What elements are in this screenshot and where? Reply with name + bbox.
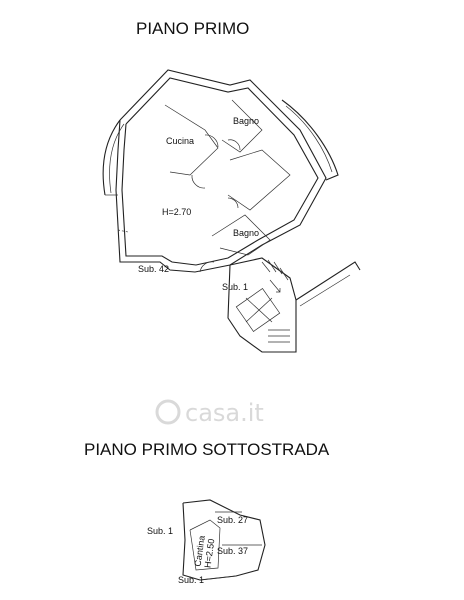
watermark-text: casa.it xyxy=(185,399,264,427)
top-bath-partition xyxy=(221,99,263,153)
hall-door xyxy=(227,197,239,209)
entrance-door xyxy=(199,261,215,273)
apartment-outline xyxy=(115,69,327,273)
sub-42-label: Sub. 42 xyxy=(138,264,169,274)
watermark: casa.it xyxy=(155,399,264,427)
cellar-label: Cantina xyxy=(193,535,207,567)
kitchen-door xyxy=(204,134,219,148)
sub-1-label: Sub. 1 xyxy=(222,282,248,292)
living-door xyxy=(191,174,206,189)
elevator-shaft xyxy=(235,288,281,332)
sub-1-bottom-label: Sub. 1 xyxy=(178,575,204,585)
bath-door-top xyxy=(227,139,241,151)
stair-steps xyxy=(261,259,290,343)
hall-partition xyxy=(227,149,291,211)
apartment-inner-outline xyxy=(121,77,319,266)
left-balcony xyxy=(102,119,121,196)
semi-basement-plan: Sub. 27 Sub. 1 Sub. 37 Sub. 1 Cantina H=… xyxy=(147,499,266,585)
kitchen-label: Cucina xyxy=(166,136,194,146)
bathroom-top-label: Bagno xyxy=(233,116,259,126)
bottom-bath-partition xyxy=(211,214,271,256)
sub-37-label: Sub. 37 xyxy=(217,546,248,556)
cellar-outline xyxy=(182,499,266,581)
living-height-label: H=2.70 xyxy=(162,207,191,217)
right-balcony xyxy=(281,99,339,181)
stairwell xyxy=(227,257,297,353)
first-floor-plan: Cucina Bagno H=2.70 Bagno Sub. 42 Sub. 1 xyxy=(102,69,361,353)
cellar-room xyxy=(189,519,221,571)
cellar-height-label: H=2.50 xyxy=(202,538,216,568)
cellar-label-group: Cantina H=2.50 xyxy=(193,535,217,569)
semi-basement-heading: PIANO PRIMO SOTTOSTRADA xyxy=(84,440,330,459)
first-floor-heading: PIANO PRIMO xyxy=(136,19,249,38)
kitchen-partition xyxy=(164,104,219,176)
sub-1-left-label: Sub. 1 xyxy=(147,526,173,536)
corridor-wall xyxy=(295,261,361,301)
sub-27-label: Sub. 27 xyxy=(217,515,248,525)
bathroom-bottom-label: Bagno xyxy=(233,228,259,238)
